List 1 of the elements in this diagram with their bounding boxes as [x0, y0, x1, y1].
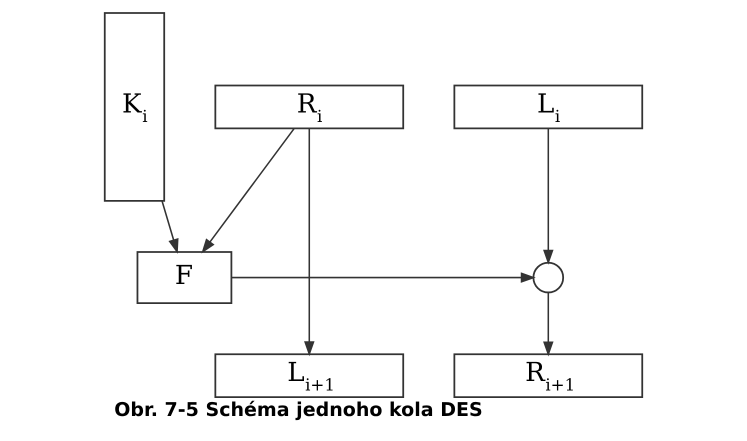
caption: Obr. 7-5 Schéma jednoho kola DES — [114, 398, 483, 421]
